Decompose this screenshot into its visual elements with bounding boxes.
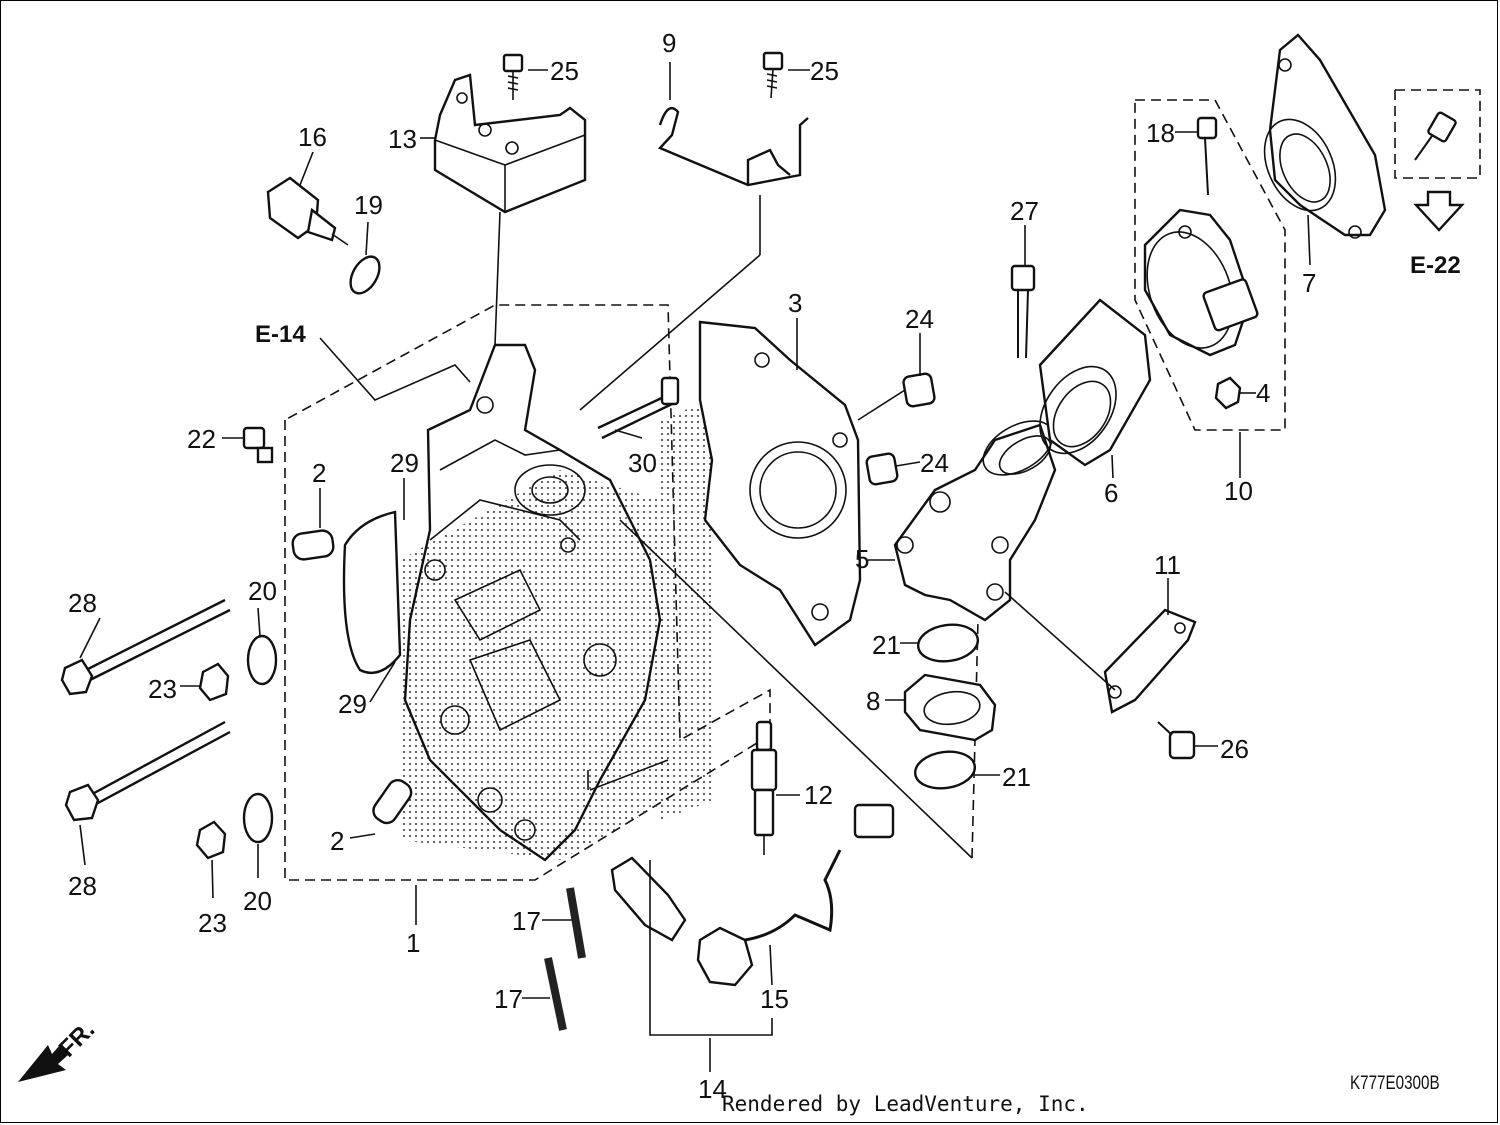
callout-16: 16	[298, 122, 327, 152]
callout-11: 11	[1154, 550, 1181, 580]
callout-26: 26	[1220, 734, 1249, 764]
sensor-harness-15	[696, 803, 895, 987]
callout-19: 19	[354, 190, 383, 220]
callout-10: 10	[1224, 476, 1253, 506]
callout-20a: 20	[248, 576, 277, 606]
callout-4: 4	[1256, 378, 1270, 408]
gasket-shade-area	[660, 400, 715, 820]
dowel-sleeve-24-lower	[865, 452, 899, 486]
joint-7	[1263, 33, 1387, 239]
cylinder-head-1	[403, 343, 662, 862]
callout-2a: 2	[312, 458, 326, 488]
render-credit: Rendered by LeadVenture, Inc.	[722, 1092, 1089, 1116]
callout-21b: 21	[1002, 762, 1031, 792]
stud-bolt-28-lower	[64, 720, 231, 822]
callout-17b: 17	[494, 984, 523, 1014]
callout-20b: 20	[243, 886, 272, 916]
bolt-30	[597, 376, 680, 440]
callout-27: 27	[1010, 196, 1039, 226]
callout-29a: 29	[390, 448, 419, 478]
callout-15: 15	[760, 984, 789, 1014]
dowel-pin-2-bottom	[372, 779, 413, 825]
stud-bolt-28-upper	[60, 598, 231, 696]
side-cover-plate	[342, 510, 402, 675]
callout-22: 22	[187, 424, 216, 454]
head-gasket-3	[698, 320, 862, 647]
washer-20-upper	[246, 634, 278, 686]
front-direction-marker: FR.	[18, 1016, 100, 1082]
cover-bracket-13	[433, 73, 587, 214]
dowel-sleeve-24-upper	[902, 372, 936, 408]
leader-lines	[79, 62, 1311, 1072]
reference-e22: E-22	[1410, 252, 1461, 279]
callout-21a: 21	[872, 630, 901, 660]
head-shade-area	[400, 470, 670, 860]
sensor-14	[610, 856, 687, 942]
callout-14: 14	[698, 1074, 727, 1104]
e22-bolt	[1414, 111, 1457, 161]
callout-25b: 25	[810, 56, 839, 86]
callout-18: 18	[1146, 118, 1175, 148]
callout-23b: 23	[198, 908, 227, 938]
bolt-27	[1010, 264, 1036, 359]
o-ring-21-upper	[916, 623, 980, 663]
drawing-code: K777E0300B	[1350, 1073, 1440, 1094]
band-group-box	[1134, 99, 1286, 431]
intake-pipe-5	[893, 420, 1057, 622]
callout-6: 6	[1104, 478, 1118, 508]
callout-13: 13	[388, 124, 417, 154]
callout-29b: 29	[338, 689, 367, 719]
stud-17-upper	[566, 887, 586, 959]
insulator-6	[1038, 298, 1152, 467]
callout-5: 5	[855, 544, 869, 574]
bolt-25-left	[502, 53, 524, 100]
callout-7: 7	[1302, 268, 1316, 298]
nut-4	[1214, 376, 1242, 410]
callout-3: 3	[788, 288, 802, 318]
callout-17a: 17	[512, 906, 541, 936]
callout-1: 1	[406, 928, 420, 958]
e22-arrow	[1413, 190, 1465, 232]
washer-20-lower	[242, 792, 274, 844]
dowel-pin-2-top	[291, 529, 335, 561]
stud-17-lower	[544, 957, 567, 1031]
bolt-25-right	[762, 51, 784, 99]
callout-labels: 1 2 2 3 4 5 6 7 8 9 10 11 12 13 14 15 16…	[68, 28, 1461, 1104]
connecting-tube-band-10	[1143, 208, 1259, 357]
callout-30: 30	[628, 448, 657, 478]
callout-9: 9	[662, 28, 676, 58]
cylinder-head-group-box	[284, 304, 771, 881]
nut-23-lower	[195, 820, 227, 860]
callout-28b: 28	[68, 871, 97, 901]
bracket-11	[1103, 608, 1197, 714]
o-ring-19	[349, 255, 381, 295]
callout-8: 8	[866, 686, 880, 716]
insulator-8	[903, 673, 997, 742]
callout-25a: 25	[550, 56, 579, 86]
temperature-sensor-16	[266, 176, 349, 246]
callout-12: 12	[804, 780, 833, 810]
callout-28a: 28	[68, 588, 97, 618]
callout-2b: 2	[330, 826, 344, 856]
nut-23-upper	[198, 662, 230, 702]
e22-group-box	[1394, 89, 1481, 179]
o-ring-21-lower	[913, 750, 977, 790]
wire-clip-9	[657, 107, 809, 187]
bolt-22	[242, 426, 274, 464]
callout-24a: 24	[905, 304, 934, 334]
reference-e14: E-14	[255, 321, 306, 348]
callout-23a: 23	[148, 674, 177, 704]
bolt-26	[1157, 721, 1196, 760]
spark-plug-12	[750, 720, 778, 855]
callout-24b: 24	[920, 448, 949, 478]
screw-18	[1196, 116, 1218, 196]
